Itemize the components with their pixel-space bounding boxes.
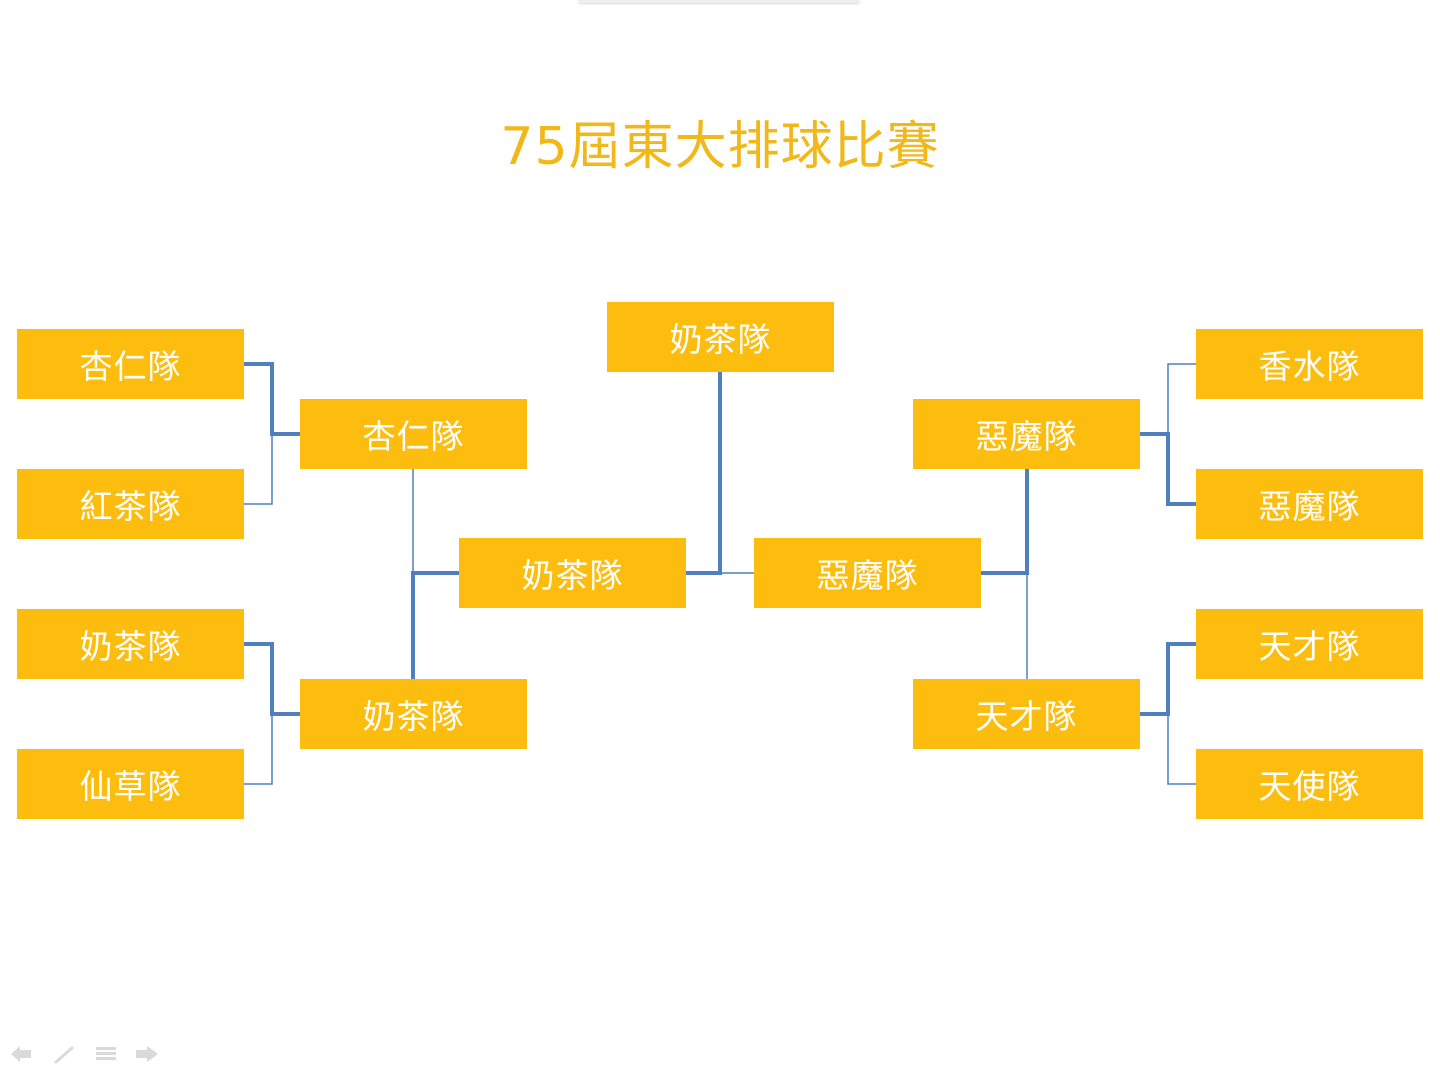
connector-r1-winner (1140, 432, 1196, 506)
quarterfinal-right-top-box: 惡魔隊 (913, 399, 1140, 469)
semifinal-right-box: 惡魔隊 (754, 538, 981, 608)
round1-left-team-box: 奶茶隊 (17, 609, 244, 679)
connector-r2-winner (1140, 642, 1196, 716)
slideshow-nav-icons (11, 1046, 158, 1064)
connector-r2-loser (1167, 714, 1196, 785)
quarterfinal-right-bottom-box: 天才隊 (913, 679, 1140, 749)
quarterfinal-left-top-box: 杏仁隊 (300, 399, 527, 469)
connector-l2-loser (244, 714, 273, 785)
connector-lq-winner (411, 571, 459, 679)
round1-left-team-box: 杏仁隊 (17, 329, 244, 399)
connector-l1-winner (244, 362, 300, 436)
connector-rq-winner (981, 469, 1029, 575)
slideshow-nav (8, 1043, 158, 1065)
final-winner-box: 奶茶隊 (607, 302, 834, 372)
connector-r1-loser (1167, 363, 1196, 434)
page-title: 75屆東大排球比賽 (500, 117, 940, 177)
round1-left-team-box: 仙草隊 (17, 749, 244, 819)
menu-icon[interactable] (96, 1047, 116, 1060)
round1-right-team-box: 天使隊 (1196, 749, 1423, 819)
quarterfinal-left-bottom-box: 奶茶隊 (300, 679, 527, 749)
round1-right-team-box: 惡魔隊 (1196, 469, 1423, 539)
connector-l2-winner (244, 642, 300, 716)
round1-right-team-box: 天才隊 (1196, 609, 1423, 679)
connector-l1-loser (244, 434, 273, 505)
pen-icon[interactable] (54, 1046, 74, 1064)
arrow-left-icon[interactable] (11, 1046, 31, 1062)
arrow-right-icon[interactable] (136, 1046, 158, 1062)
round1-right-team-box: 香水隊 (1196, 329, 1423, 399)
connector-final-winner (686, 372, 722, 575)
top-tab (578, 0, 860, 3)
semifinal-left-box: 奶茶隊 (459, 538, 686, 608)
round1-left-team-box: 紅茶隊 (17, 469, 244, 539)
